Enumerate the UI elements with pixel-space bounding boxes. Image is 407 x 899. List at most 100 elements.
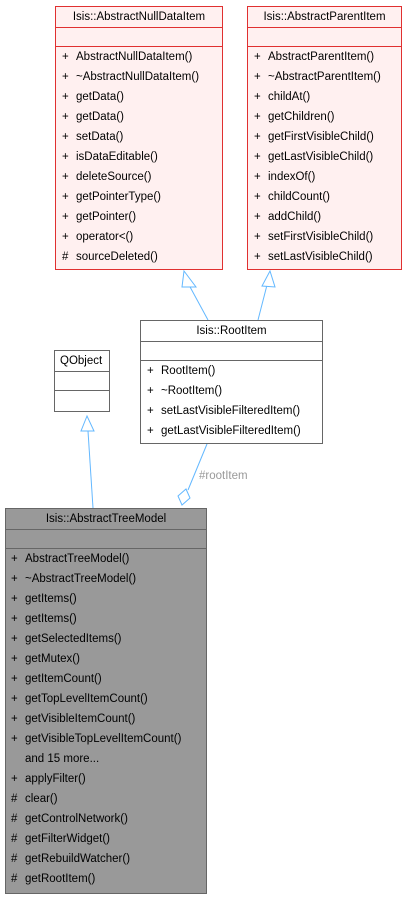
visibility-marker: + [254, 251, 261, 263]
class-qobject[interactable]: QObject [54, 350, 110, 412]
method-row: +RootItem() [141, 361, 322, 381]
attributes-section [55, 371, 109, 390]
visibility-marker: # [11, 793, 18, 805]
visibility-marker: + [11, 673, 18, 685]
method-row: +getFirstVisibleChild() [248, 127, 401, 147]
method-name: getPointer() [76, 211, 137, 223]
visibility-marker: + [62, 111, 69, 123]
class-title: Isis::AbstractTreeModel [45, 513, 167, 525]
visibility-marker: + [11, 553, 18, 565]
method-row: +getPointerType() [56, 187, 222, 207]
method-name: getRootItem() [25, 873, 96, 885]
method-row: +getPointer() [56, 207, 222, 227]
method-name: getFilterWidget() [25, 833, 110, 845]
method-row: +AbstractTreeModel() [6, 549, 206, 569]
visibility-marker: + [254, 111, 261, 123]
class-title: QObject [60, 355, 103, 367]
visibility-marker: + [254, 51, 261, 63]
class-root-item[interactable]: Isis::RootItem +RootItem() +~RootItem() … [140, 320, 323, 444]
method-row: +getLastVisibleChild() [248, 147, 401, 167]
attributes-section [56, 27, 222, 46]
visibility-marker: # [11, 853, 18, 865]
method-row: + getMutex() [6, 649, 206, 669]
visibility-marker: + [254, 191, 261, 203]
edge-abstracttreemodel-to-qobject [87, 430, 94, 509]
method-row: +isDataEditable() [56, 147, 222, 167]
visibility-marker: + [11, 713, 18, 725]
method-row: +addChild() [248, 207, 401, 227]
method-row: # getRootItem() [6, 869, 206, 889]
method-name: addChild() [268, 211, 322, 223]
method-name: getData() [76, 111, 124, 123]
method-row: +getTopLevelItemCount() [6, 689, 206, 709]
visibility-marker: + [62, 91, 69, 103]
visibility-marker: + [147, 385, 154, 397]
visibility-marker: + [11, 593, 18, 605]
attributes-section [6, 529, 206, 548]
method-row: + deleteSource() [56, 167, 222, 187]
class-abstract-null-data-item[interactable]: Isis::AbstractNullDataItem +AbstractNull… [55, 6, 223, 270]
method-name: deleteSource() [76, 171, 152, 183]
method-row: + ~RootItem() [141, 381, 322, 401]
method-name: getChildren() [268, 111, 335, 123]
method-name: getVisibleTopLevelItemCount() [25, 733, 182, 745]
method-name: RootItem() [161, 365, 216, 377]
method-name: ~RootItem() [161, 385, 223, 397]
method-name: getMutex() [25, 653, 80, 665]
method-row: + getLastVisibleFilteredItem() [141, 421, 322, 441]
visibility-marker: + [62, 51, 69, 63]
method-name: clear() [25, 793, 58, 805]
class-title: Isis::AbstractNullDataItem [72, 11, 206, 23]
method-name: getLastVisibleChild() [268, 151, 374, 163]
method-name: setData() [76, 131, 124, 143]
method-row: + childCount() [248, 187, 401, 207]
edge-abstracttreemodel-rootitem-aggregation [187, 443, 208, 491]
method-name: getFirstVisibleChild() [268, 131, 374, 143]
method-row: +getSelectedItems() [6, 629, 206, 649]
method-name: getPointerType() [76, 191, 162, 203]
method-name: getItems() [25, 593, 77, 605]
method-name: ~AbstractParentItem() [268, 71, 381, 83]
visibility-marker: # [62, 251, 69, 263]
method-name: childAt() [268, 91, 311, 103]
method-name: sourceDeleted() [76, 251, 158, 263]
method-row: #getControlNetwork() [6, 809, 206, 829]
more-methods-row: and 15 more... [6, 749, 206, 769]
class-abstract-tree-model[interactable]: Isis::AbstractTreeModel +AbstractTreeMod… [5, 508, 207, 894]
method-name: childCount() [268, 191, 330, 203]
visibility-marker: + [11, 653, 18, 665]
method-name: getVisibleItemCount() [25, 713, 136, 725]
method-row: +indexOf() [248, 167, 401, 187]
method-name: setLastVisibleChild() [268, 251, 373, 263]
method-name: isDataEditable() [76, 151, 158, 163]
method-row: + getVisibleTopLevelItemCount() [6, 729, 206, 749]
inheritance-arrowhead-null [181, 269, 197, 288]
methods-section: +AbstractNullDataItem() +~AbstractNullDa… [56, 46, 222, 267]
method-name: ~AbstractTreeModel() [25, 573, 137, 585]
visibility-marker: + [62, 171, 69, 183]
visibility-marker: + [62, 231, 69, 243]
method-name: getTopLevelItemCount() [25, 693, 148, 705]
method-row: +~AbstractTreeModel() [6, 569, 206, 589]
method-name: setLastVisibleFilteredItem() [161, 405, 301, 417]
method-row: + setLastVisibleChild() [248, 247, 401, 267]
visibility-marker: + [254, 91, 261, 103]
method-name: ~AbstractNullDataItem() [76, 71, 200, 83]
visibility-marker: + [62, 71, 69, 83]
method-name: getLastVisibleFilteredItem() [161, 425, 301, 437]
visibility-marker: # [11, 833, 18, 845]
method-row: # sourceDeleted() [56, 247, 222, 267]
class-abstract-parent-item[interactable]: Isis::AbstractParentItem + AbstractParent… [247, 6, 402, 270]
method-row: + getVisibleItemCount() [6, 709, 206, 729]
visibility-marker: + [62, 131, 69, 143]
visibility-marker: # [11, 873, 18, 885]
method-row: # clear() [6, 789, 206, 809]
methods-section: +RootItem() + ~RootItem() + setLastVisible… [141, 360, 322, 441]
inheritance-arrowhead-parent [261, 269, 276, 288]
visibility-marker: + [11, 733, 18, 745]
class-title: Isis::AbstractParentItem [263, 11, 386, 23]
visibility-marker: + [147, 425, 154, 437]
method-name: AbstractParentItem() [268, 51, 375, 63]
method-row: + getChildren() [248, 107, 401, 127]
